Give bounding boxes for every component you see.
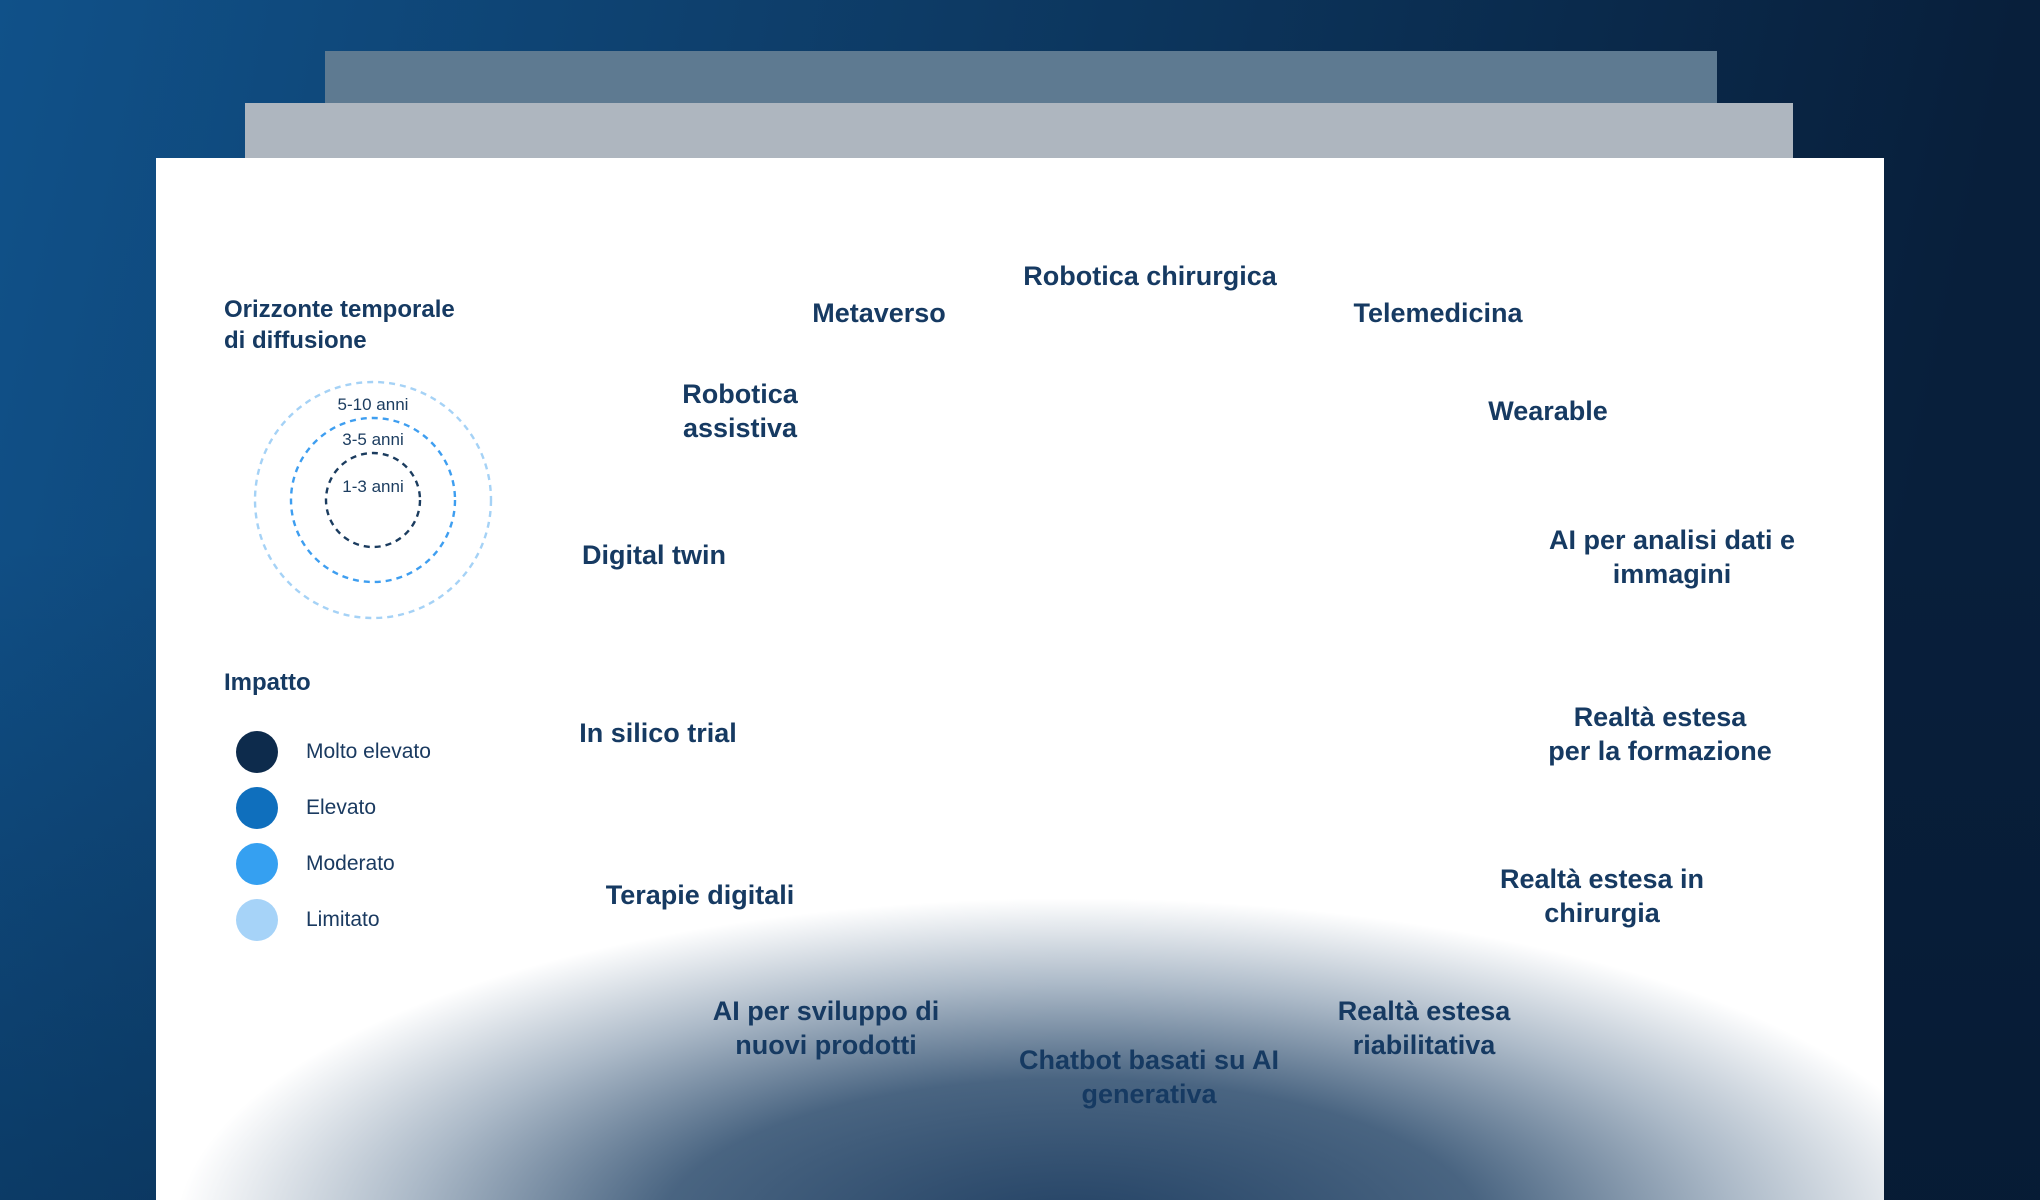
tech-label-line: Realtà estesa in	[1499, 864, 1705, 894]
time-horizon-legend-title-line1: Orizzonte temporale	[224, 296, 455, 323]
impact-label-molto-elevato: Molto elevato	[306, 740, 431, 763]
tech-label-metaverso: Metaverso	[812, 296, 946, 330]
impact-label-moderato: Moderato	[306, 852, 395, 875]
tech-label-line: per la formazione	[1548, 736, 1772, 766]
legend-ring-3-5-anni	[289, 416, 457, 584]
tech-label-line: chirurgia	[1544, 898, 1660, 928]
tech-label-line: Metaverso	[812, 298, 946, 328]
tech-label-line: Robotica	[682, 379, 798, 409]
tech-label-line: nuovi prodotti	[735, 1030, 917, 1060]
impact-dot-moderato	[236, 843, 278, 885]
time-horizon-rings-svg	[253, 380, 493, 620]
impact-legend-item-molto-elevato: Molto elevato	[236, 724, 431, 780]
impact-legend-item-elevato: Elevato	[236, 780, 431, 836]
time-horizon-legend-title-line2: di diffusione	[224, 327, 367, 354]
legend-ring-label-5-10-anni: 5-10 anni	[334, 395, 412, 415]
tech-label-robotica-assistiva: Robotica assistiva	[682, 377, 798, 445]
legend-ring-label-3-5-anni: 3-5 anni	[339, 430, 407, 450]
impact-dot-limitato	[236, 899, 278, 941]
impact-legend-item-moderato: Moderato	[236, 836, 431, 892]
impact-label-limitato: Limitato	[306, 908, 380, 931]
impact-legend-item-limitato: Limitato	[236, 892, 431, 948]
tech-label-realt-estesa-in-chirurgia: Realtà estesa in chirurgia	[1500, 862, 1704, 930]
tech-label-line: Terapie digitali	[605, 880, 795, 910]
stacked-window-bar-front	[245, 103, 1793, 158]
tech-label-line: generativa	[1081, 1079, 1217, 1109]
tech-label-line: riabilitativa	[1352, 1030, 1496, 1060]
tech-label-line: AI per sviluppo di	[712, 996, 940, 1026]
tech-label-telemedicina: Telemedicina	[1353, 296, 1522, 330]
legend-ring-5-10-anni	[253, 380, 493, 620]
tech-label-line: Wearable	[1488, 396, 1608, 426]
tech-label-realt-estesa-per-la-formazione: Realtà estesa per la formazione	[1548, 700, 1772, 768]
time-horizon-legend-title: Orizzonte temporale di diffusione	[224, 294, 455, 356]
tech-label-line: AI per analisi dati e	[1548, 525, 1796, 555]
tech-label-line: assistiva	[682, 413, 798, 443]
tech-label-line: immagini	[1612, 559, 1732, 589]
tech-label-in-silico-trial: In silico trial	[579, 716, 737, 750]
tech-label-line: In silico trial	[579, 718, 737, 748]
tech-label-digital-twin: Digital twin	[582, 538, 726, 572]
tech-label-line: Realtà estesa	[1573, 702, 1747, 732]
tech-label-realt-estesa-riabilitativa: Realtà estesa riabilitativa	[1338, 994, 1511, 1062]
impact-label-elevato: Elevato	[306, 796, 377, 819]
tech-label-ai-per-sviluppo-di-nuovi-prodotti: AI per sviluppo di nuovi prodotti	[713, 994, 940, 1062]
tech-label-robotica-chirurgica: Robotica chirurgica	[1023, 259, 1277, 293]
tech-label-wearable: Wearable	[1488, 394, 1608, 428]
tech-label-line: Telemedicina	[1353, 298, 1523, 328]
impact-legend-title: Impatto	[224, 669, 311, 696]
tech-label-line: Realtà estesa	[1337, 996, 1511, 1026]
tech-label-ai-per-analisi-dati-e-immagini: AI per analisi dati e immagini	[1549, 523, 1795, 591]
tech-label-line: Digital twin	[582, 540, 726, 570]
tech-label-terapie-digitali: Terapie digitali	[606, 878, 795, 912]
stacked-window-bar-back	[325, 51, 1717, 104]
tech-label-chatbot-basati-su-ai-generativa: Chatbot basati su AI generativa	[1019, 1043, 1279, 1111]
legend-ring-1-3-anni	[324, 451, 422, 549]
tech-label-line: Chatbot basati su AI	[1018, 1045, 1280, 1075]
tech-label-line: Robotica chirurgica	[1023, 261, 1277, 291]
impact-dot-molto-elevato	[236, 731, 278, 773]
time-horizon-rings-legend: 5-10 anni 3-5 anni 1-3 anni	[243, 370, 503, 630]
legend-ring-label-1-3-anni: 1-3 anni	[339, 477, 407, 497]
impact-dot-elevato	[236, 787, 278, 829]
